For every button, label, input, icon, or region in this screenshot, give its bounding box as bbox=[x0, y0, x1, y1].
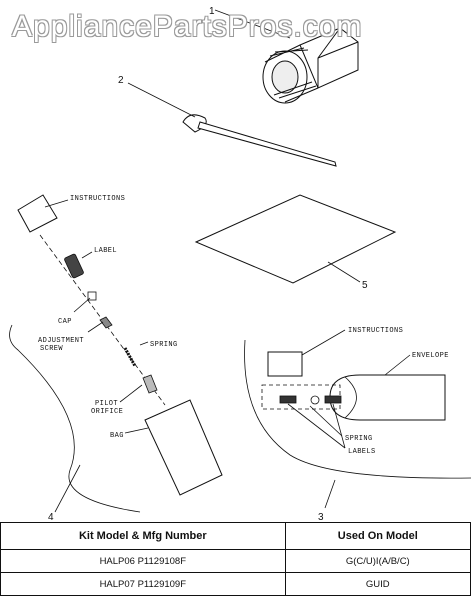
callout-5: 5 bbox=[362, 280, 368, 291]
cable-tie bbox=[182, 114, 337, 167]
callout-1: 1 bbox=[209, 6, 215, 17]
kit-left-labels: INSTRUCTIONS LABEL CAP ADJUSTMENT SCREW … bbox=[38, 195, 178, 522]
label-pilot-1: PILOT bbox=[95, 400, 118, 408]
label-bag: BAG bbox=[110, 432, 124, 440]
kit-model-cell: HALP07 P1129109F bbox=[0, 572, 286, 596]
table-row: HALP06 P1129108F G(C/U)I(A/B/C) bbox=[0, 549, 471, 573]
label-labels: LABELS bbox=[348, 448, 376, 456]
label-pilot-2: ORIFICE bbox=[91, 408, 123, 416]
watermark-text: AppliancePartsPros.com bbox=[12, 10, 363, 43]
label-spring-right: SPRING bbox=[345, 435, 373, 443]
callout-4: 4 bbox=[48, 512, 54, 522]
parts-diagram: 1 2 5 INSTRUCTIONS LABEL bbox=[9, 6, 471, 522]
kit-left bbox=[9, 194, 223, 513]
table-row: HALP07 P1129109F GUID bbox=[0, 572, 471, 596]
label-cap: CAP bbox=[58, 318, 72, 326]
label-envelope: ENVELOPE bbox=[412, 352, 449, 360]
label-spring-left: SPRING bbox=[150, 341, 178, 349]
column-header-used-on-model: Used On Model bbox=[284, 522, 471, 550]
callout-1-leader: 1 bbox=[209, 6, 291, 39]
kit-right-labels: INSTRUCTIONS ENVELOPE SPRING LABELS 3 bbox=[318, 327, 449, 522]
label-label: LABEL bbox=[94, 247, 117, 255]
used-on-model-cell: G(C/U)I(A/B/C) bbox=[284, 549, 471, 573]
label-instructions-right: INSTRUCTIONS bbox=[348, 327, 403, 335]
callout-3: 3 bbox=[318, 512, 324, 522]
kit-right bbox=[244, 329, 471, 509]
callout-2-leader: 2 bbox=[118, 75, 196, 118]
instruction-sheet: 5 bbox=[194, 194, 397, 291]
table-header-row: Kit Model & Mfg Number Used On Model bbox=[0, 522, 471, 550]
label-adjustment-1: ADJUSTMENT bbox=[38, 337, 84, 345]
used-on-model-cell: GUID bbox=[284, 572, 471, 596]
label-instructions-left: INSTRUCTIONS bbox=[70, 195, 125, 203]
kit-table: Kit Model & Mfg Number Used On Model HAL… bbox=[0, 522, 471, 596]
pipe-fitting bbox=[262, 27, 359, 104]
callout-2: 2 bbox=[118, 75, 124, 86]
kit-model-cell: HALP06 P1129108F bbox=[0, 549, 286, 573]
column-header-kit-model: Kit Model & Mfg Number bbox=[0, 522, 286, 550]
label-adjustment-2: SCREW bbox=[40, 345, 63, 353]
